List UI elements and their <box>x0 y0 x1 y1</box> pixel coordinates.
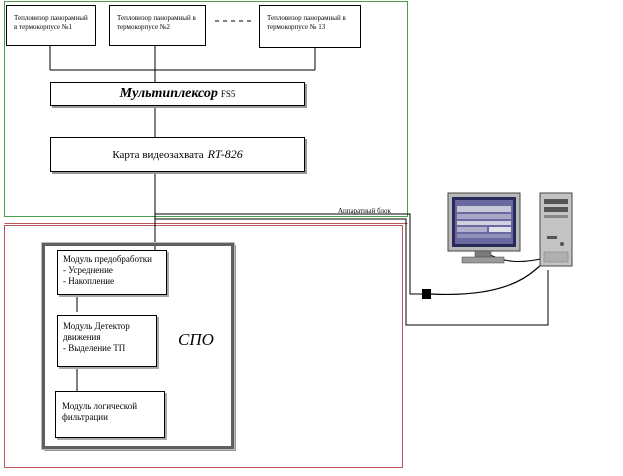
capture-card-box: Карта видеозахвата RT-826 <box>50 137 305 172</box>
camera-2-line2: термокорпусе №2 <box>117 23 171 31</box>
hardware-block-caption: Аппаратный блок <box>338 207 391 215</box>
cable-line-2 <box>155 218 549 326</box>
computer-tower-icon <box>539 192 573 267</box>
multiplexer-model: FS5 <box>220 89 236 99</box>
cable-line-1 <box>155 213 422 295</box>
software-block-frame <box>4 225 403 468</box>
camera-1-line2: в термокорпусе №1 <box>14 23 73 31</box>
module-logic-filter-title2: фильтрации <box>62 412 108 422</box>
multiplexer-box: Мультиплексор FS5 <box>50 82 305 106</box>
cable-plug <box>422 289 431 299</box>
module-preprocessing-item-accumulation: - Накопление <box>63 276 115 286</box>
module-logic-filter-title: Модуль логической <box>62 401 138 411</box>
camera-13-box: Тепловизор панорамный в термокорпусе № 1… <box>259 5 361 48</box>
monitor-cable <box>489 254 546 263</box>
camera-2-line1: Тепловизор панорамный в <box>117 14 196 22</box>
camera-13-line2: термокорпусе № 13 <box>267 23 326 31</box>
hardware-block-frame <box>4 1 408 217</box>
module-preprocessing-title: Модуль предобработки <box>63 254 152 264</box>
camera-1-box: Тепловизор панорамный в термокорпусе №1 <box>6 5 96 46</box>
module-motion-detector-item: - Выделение ТП <box>63 343 126 353</box>
module-logic-filter: Модуль логической фильтрации <box>55 391 165 438</box>
computer-monitor-icon <box>447 192 521 264</box>
spo-container <box>42 243 234 449</box>
spo-label: СПО <box>178 330 214 349</box>
module-motion-detector: Модуль Детектор движения - Выделение ТП <box>57 315 157 367</box>
module-motion-detector-title2: движения <box>63 332 101 342</box>
camera-13-line1: Тепловизор панорамный в <box>267 14 346 22</box>
capture-card-model: RT-826 <box>207 147 243 161</box>
camera-1-line1: Тепловизор панорамный <box>14 14 88 22</box>
multiplexer-name: Мультиплексор <box>119 86 218 101</box>
module-preprocessing: Модуль предобработки - Усреднение - Нако… <box>57 250 167 295</box>
module-preprocessing-item-averaging: - Усреднение <box>63 265 113 275</box>
capture-card-name: Карта видеозахвата <box>112 148 204 161</box>
camera-2-box: Тепловизор панорамный в термокорпусе №2 <box>109 5 206 46</box>
module-motion-detector-title: Модуль Детектор <box>63 321 130 331</box>
